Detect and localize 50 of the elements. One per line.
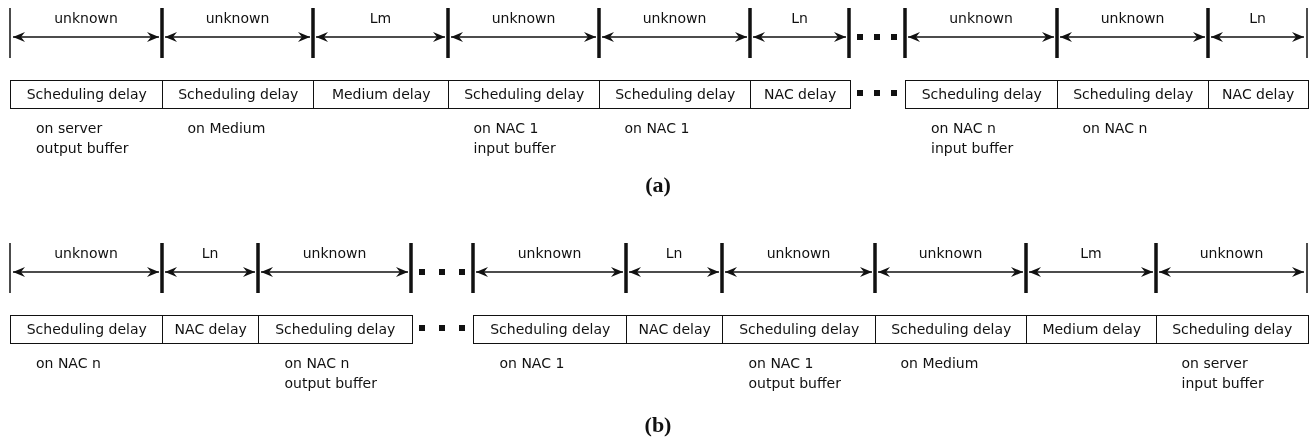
delay-box: Scheduling delay	[10, 315, 164, 344]
box-caption: on NAC n	[36, 354, 102, 373]
delay-box: Scheduling delay	[599, 80, 752, 109]
delay-box: Scheduling delay	[448, 80, 601, 109]
delay-box: Scheduling delay	[473, 315, 628, 344]
box-caption: on Medium	[900, 354, 980, 373]
delay-box: Scheduling delay	[1057, 80, 1210, 109]
box-caption: on NAC 1 input buffer	[473, 119, 557, 158]
delay-box: Scheduling delay	[1156, 315, 1309, 344]
dimension-label: Ln	[665, 245, 683, 261]
box-caption: on NAC n	[1082, 119, 1149, 138]
box-caption: on NAC 1 output buffer	[748, 354, 842, 393]
dimension-label: unknown	[517, 245, 582, 261]
dimension-label: unknown	[1199, 245, 1264, 261]
delay-box: Scheduling delay	[905, 80, 1059, 109]
box-caption: on NAC 1	[499, 354, 566, 373]
box-caption: on NAC 1	[624, 119, 691, 138]
delay-box: Scheduling delay	[258, 315, 413, 344]
delay-box: Scheduling delay	[722, 315, 877, 344]
dimension-label: Lm	[369, 10, 392, 26]
dimension-label: unknown	[918, 245, 983, 261]
box-caption: on Medium	[187, 119, 267, 138]
delay-box: NAC delay	[1208, 80, 1309, 109]
dimension-label: Lm	[1080, 245, 1102, 261]
dimension-label: Ln	[791, 10, 808, 26]
box-caption: on NAC n output buffer	[284, 354, 378, 393]
dimension-label: unknown	[949, 10, 1013, 26]
dimension-label: unknown	[54, 10, 118, 26]
delay-box: NAC delay	[162, 315, 260, 344]
dimension-label: unknown	[766, 245, 831, 261]
dimension-label: unknown	[642, 10, 707, 26]
delay-box: NAC delay	[626, 315, 724, 344]
dimension-label: unknown	[205, 10, 270, 26]
delay-box: Scheduling delay	[875, 315, 1028, 344]
delay-box: Medium delay	[313, 80, 450, 109]
delay-box: Scheduling delay	[162, 80, 315, 109]
dimension-label: Ln	[201, 245, 219, 261]
dimension-label: unknown	[491, 10, 556, 26]
dimension-label: unknown	[302, 245, 367, 261]
subfigure-caption: (b)	[644, 412, 672, 438]
delay-box: Medium delay	[1026, 315, 1158, 344]
delay-box: NAC delay	[750, 80, 851, 109]
box-caption: on NAC n input buffer	[931, 119, 1015, 158]
dimension-label: Ln	[1249, 10, 1266, 26]
dimension-label: unknown	[54, 245, 118, 261]
subfigure-caption: (a)	[645, 172, 671, 198]
box-caption: on server output buffer	[36, 119, 130, 158]
delay-box: Scheduling delay	[10, 80, 164, 109]
dimension-label: unknown	[1100, 10, 1165, 26]
box-caption: on server input buffer	[1181, 354, 1265, 393]
